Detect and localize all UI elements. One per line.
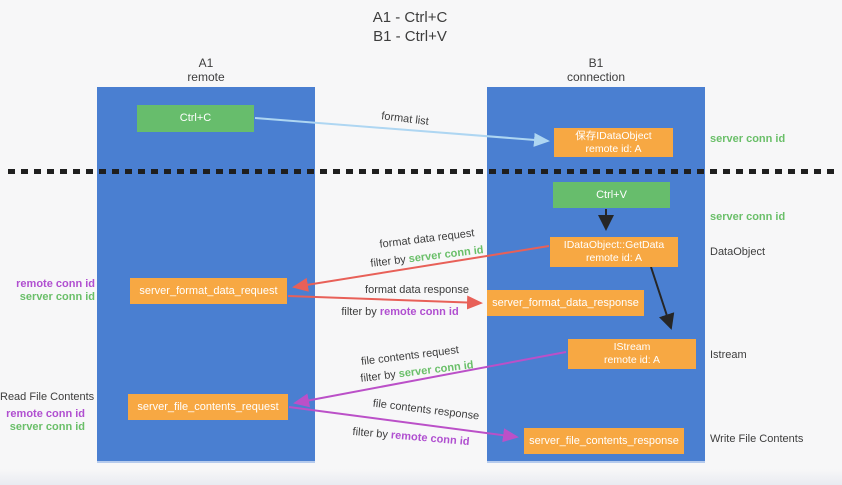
node-ctrl-c-label: Ctrl+C [179, 112, 212, 124]
arrow-format-data-response [287, 295, 483, 310]
lane-header-b1: B1 connection [487, 56, 705, 84]
server-conn-id-text: server conn id [408, 244, 485, 266]
node-istream: IStream remote id: A [568, 339, 696, 369]
remote-conn-id-text: remote conn id [379, 306, 459, 318]
node-server-format-data-response: server_format_data_response [487, 290, 644, 316]
bottom-edge-gradient [0, 469, 842, 485]
filter-by-text: filter by [369, 253, 410, 270]
node-istream-title: IStream [613, 341, 651, 353]
remote-conn-id-text: remote conn id [6, 408, 85, 420]
label-dataobject: DataObject [710, 246, 766, 258]
node-save-idataobject-title: 保存IDataObject [575, 129, 652, 142]
node-getdata-title: IDataObject::GetData [563, 239, 665, 251]
lane-b1-name: B1 [588, 56, 604, 70]
label-write-file-contents: Write File Contents [710, 433, 804, 445]
node-getdata-remote-id: remote id: A [585, 252, 643, 264]
node-ctrl-v-label: Ctrl+V [596, 188, 627, 201]
node-file-request-label: server_file_contents_request [137, 400, 279, 413]
left-conn-ids-file: remote conn id server conn id [0, 408, 85, 434]
server-conn-id-text: server conn id [19, 291, 95, 303]
node-save-idataobject: 保存IDataObject remote id: A [554, 128, 673, 157]
node-server-format-data-request: server_format_data_request [130, 278, 287, 304]
node-ctrl-v: Ctrl+V [553, 182, 670, 208]
server-conn-id-text: server conn id [9, 421, 85, 433]
edge-label-format-list: format list [380, 110, 430, 128]
server-conn-id-text: server conn id [398, 359, 475, 381]
node-server-file-contents-request: server_file_contents_request [128, 394, 288, 420]
remote-conn-id-text: remote conn id [16, 278, 95, 290]
right-server-conn-id-1: server conn id [710, 133, 786, 145]
node-file-response-label: server_file_contents_response [529, 434, 679, 447]
filter-by-text: filter by [359, 368, 400, 385]
label-read-file-contents: Read File Contents [0, 391, 95, 403]
edge-label-format-data-response: format data response [365, 284, 469, 296]
lane-a1-name: A1 [198, 56, 214, 70]
node-save-idataobject-remote-id: remote id: A [585, 142, 642, 155]
node-server-file-contents-response: server_file_contents_response [524, 428, 684, 454]
label-istream: Istream [710, 349, 747, 361]
node-format-request-label: server_format_data_request [139, 284, 278, 297]
title-line-1: A1 - Ctrl+C [372, 9, 448, 26]
node-idataobject-getdata: IDataObject::GetData remote id: A [550, 237, 678, 267]
filter-by-text: filter by [341, 306, 380, 318]
filter-by-text: filter by [352, 425, 392, 442]
session-separator-dotted-line [8, 169, 836, 174]
node-istream-remote-id: remote id: A [603, 354, 661, 366]
diagram-title: A1 - Ctrl+C B1 - Ctrl+V [0, 8, 820, 46]
edge-label-filter-by-remote-1: filter by remote conn id [341, 306, 458, 318]
edge-label-filter-by-remote-2: filter by remote conn id [352, 426, 470, 448]
lane-a1-subtitle: remote [187, 70, 225, 84]
lane-b1-subtitle: connection [566, 70, 626, 84]
node-format-response-label: server_format_data_response [492, 296, 639, 309]
lane-header-a1: A1 remote [97, 56, 315, 84]
left-conn-ids-format: remote conn id server conn id [0, 278, 95, 304]
edge-label-file-contents-response: file contents response [372, 397, 480, 423]
node-ctrl-c: Ctrl+C [137, 105, 254, 132]
right-server-conn-id-2: server conn id [710, 211, 786, 223]
title-line-2: B1 - Ctrl+V [373, 28, 447, 45]
remote-conn-id-text: remote conn id [390, 429, 470, 449]
